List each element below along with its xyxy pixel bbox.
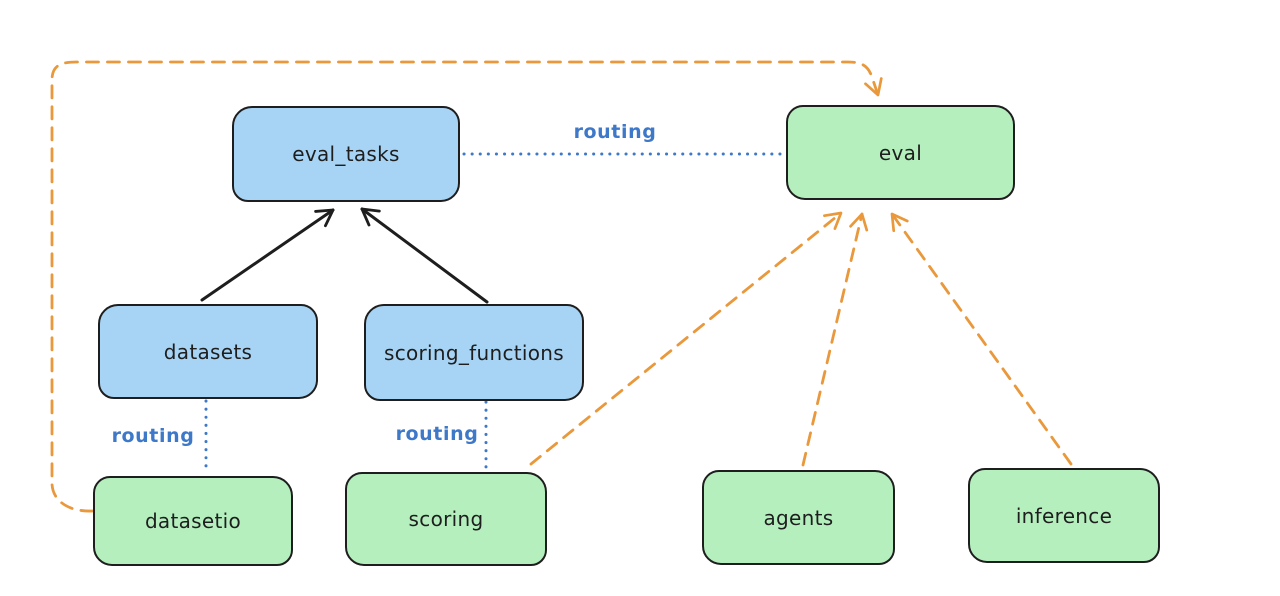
edge-datasetio-to-eval-loop	[50, 60, 883, 513]
node-inference-label: inference	[1015, 503, 1113, 528]
node-eval: eval	[786, 105, 1015, 200]
node-datasetio-label: datasetio	[144, 509, 242, 533]
routing-label-scoring-functions-scoring: routing	[395, 423, 479, 445]
node-scoring-label: scoring	[408, 507, 484, 531]
node-datasets-label: datasets	[163, 339, 253, 364]
routing-label-eval-tasks-eval: routing	[573, 121, 657, 143]
node-agents: agents	[702, 470, 895, 565]
edge-inference-to-eval	[890, 212, 1073, 466]
node-eval-tasks: eval_tasks	[232, 106, 460, 202]
edge-agents-to-eval	[801, 212, 869, 467]
routing-label-datasets-datasetio: routing	[111, 425, 195, 447]
node-scoring-functions-label: scoring_functions	[383, 340, 565, 365]
node-eval-tasks-label: eval_tasks	[292, 142, 400, 166]
edge-scoring-to-eval	[529, 211, 843, 466]
node-agents-label: agents	[763, 505, 834, 530]
edge-scoring-functions-to-eval-tasks	[360, 207, 489, 304]
edge-datasets-to-eval-tasks	[200, 208, 335, 302]
node-inference: inference	[968, 468, 1160, 563]
node-datasets: datasets	[98, 304, 318, 399]
node-scoring-functions: scoring_functions	[364, 304, 584, 401]
node-eval-label: eval	[878, 140, 923, 165]
node-datasetio: datasetio	[93, 476, 293, 566]
node-scoring: scoring	[345, 472, 547, 566]
